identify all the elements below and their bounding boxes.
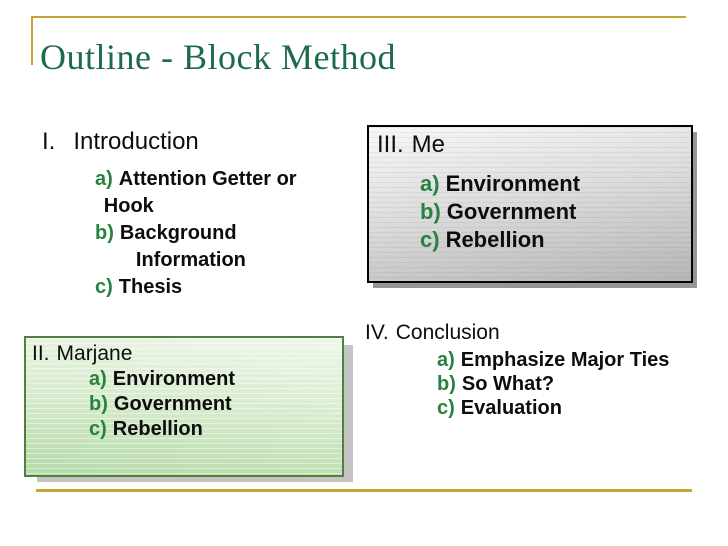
section-numeral: III.: [377, 131, 404, 158]
item-letter: c): [437, 397, 455, 419]
section-numeral: I.: [42, 128, 56, 155]
item-letter: b): [420, 199, 441, 224]
item-letter: c): [89, 418, 107, 440]
item-letter: b): [89, 393, 108, 415]
item-text-line: Rebellion: [445, 227, 545, 252]
outline-item: c)Rebellion: [420, 226, 691, 254]
item-lines: Emphasize Major Ties: [461, 348, 670, 372]
item-lines: Evaluation: [461, 396, 562, 420]
item-lines: So What?: [462, 372, 554, 396]
item-lines: Environment: [446, 170, 580, 198]
section-title: Introduction: [73, 128, 199, 155]
item-text-line: Rebellion: [112, 418, 203, 440]
outline-item: c)Thesis: [95, 274, 357, 301]
item-letter: b): [95, 222, 114, 244]
outline-item: b)So What?: [437, 372, 700, 396]
item-lines: Rebellion: [446, 226, 545, 254]
section-introduction: I. Introduction a)Attention Getter or Hook b…: [42, 127, 357, 301]
section-title: Conclusion: [395, 321, 500, 344]
item-lines: Government: [447, 198, 577, 226]
item-text-line: Thesis: [118, 276, 183, 298]
slide-title: Outline - Block Method: [40, 37, 396, 77]
item-lines: Environment: [113, 367, 235, 392]
item-text-line: Information: [135, 249, 246, 271]
item-text-line: Environment: [112, 368, 236, 390]
outline-item: a)Attention Getter or Hook: [95, 166, 357, 220]
top-gold-rule: [31, 16, 686, 18]
section-title: Marjane: [56, 342, 133, 365]
item-text-line: So What?: [461, 373, 555, 395]
outline-item: b)Government: [420, 198, 691, 226]
outline-item: c)Rebellion: [89, 417, 342, 442]
item-letter: c): [420, 227, 440, 252]
item-letter: a): [89, 368, 107, 390]
item-letter: c): [95, 276, 113, 298]
item-letter: a): [420, 171, 440, 196]
section-title: Me: [411, 131, 446, 158]
section-heading: IV. Conclusion: [365, 320, 700, 346]
title-accent-gold-rule: [31, 16, 33, 65]
outline-item: a)Environment: [89, 367, 342, 392]
item-lines: Thesis: [119, 274, 182, 301]
section-heading: III. Me: [377, 130, 691, 160]
section-numeral: IV.: [365, 321, 389, 344]
item-lines: Rebellion: [113, 417, 203, 442]
bottom-gold-rule: [36, 489, 692, 492]
section-heading: I. Introduction: [42, 127, 357, 157]
item-text-line: Government: [446, 199, 577, 224]
item-lines: Attention Getter or Hook: [104, 166, 297, 220]
item-text-line: Evaluation: [460, 397, 562, 419]
item-text-line: Emphasize Major Ties: [460, 349, 670, 371]
outline-item: b)Government: [89, 392, 342, 417]
item-lines: Government: [114, 392, 232, 417]
item-text-line: Hook: [103, 195, 154, 217]
outline-item: c)Evaluation: [437, 396, 700, 420]
item-letter: a): [437, 349, 455, 371]
item-text-line: Government: [113, 393, 232, 415]
item-text-line: Background: [119, 222, 237, 244]
item-text-line: Environment: [445, 171, 581, 196]
section-numeral: II.: [32, 342, 50, 365]
outline-item: a)Environment: [420, 170, 691, 198]
item-letter: b): [437, 373, 456, 395]
section-heading: II. Marjane: [32, 341, 342, 366]
item-text-line: Attention Getter or: [118, 168, 297, 190]
outline-item: a)Emphasize Major Ties: [437, 348, 700, 372]
item-letter: a): [95, 168, 113, 190]
